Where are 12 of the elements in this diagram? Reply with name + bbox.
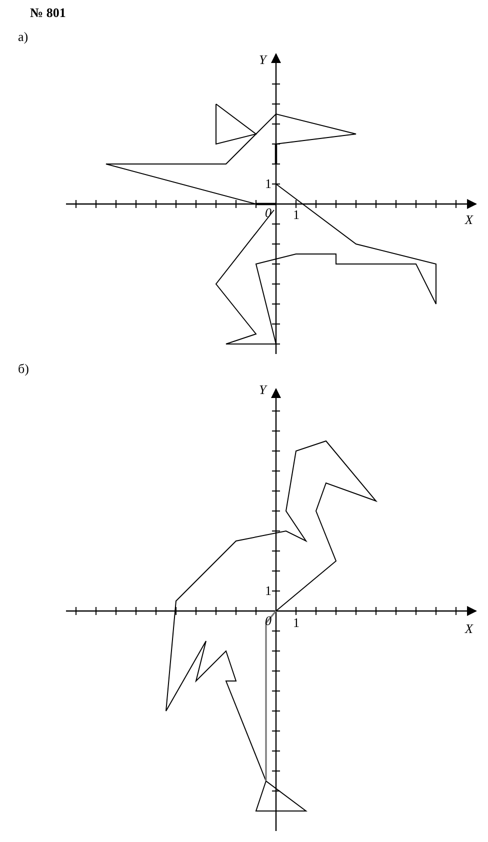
panel-label: а) (18, 30, 28, 44)
tick-label: 1 (293, 208, 300, 222)
tick-label: 1 (265, 584, 272, 598)
axis-label: X (465, 622, 473, 636)
axis-label: Y (259, 383, 266, 397)
tick-label: 1 (293, 616, 300, 630)
origin-label: 0 (265, 614, 272, 628)
exercise-number: № 801 (30, 6, 66, 20)
axis-label: Y (259, 53, 266, 67)
axis-label: X (465, 213, 473, 227)
tick-label: 1 (265, 177, 272, 191)
panel-label: б) (18, 362, 29, 376)
